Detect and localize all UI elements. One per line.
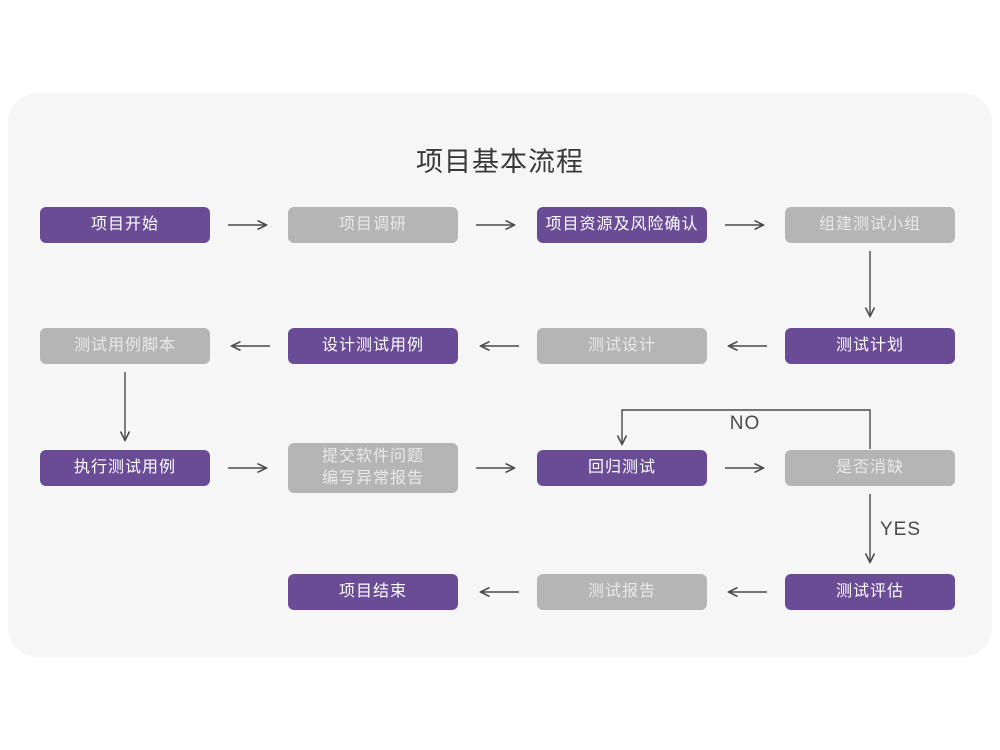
flow-node-submit-issue-report: 提交软件问题 编写异常报告 [288, 443, 458, 493]
flow-node-test-case-script: 测试用例脚本 [40, 328, 210, 364]
page-title: 项目基本流程 [416, 147, 584, 177]
flow-node-project-end: 项目结束 [288, 574, 458, 610]
flow-node-test-design: 测试设计 [537, 328, 707, 364]
flow-node-build-test-team: 组建测试小组 [785, 207, 955, 243]
flow-node-design-test-case: 设计测试用例 [288, 328, 458, 364]
flow-node-regression-test: 回归测试 [537, 450, 707, 486]
no-edge-label: NO [729, 413, 761, 434]
flowchart-card [8, 93, 992, 657]
flow-node-test-report: 测试报告 [537, 574, 707, 610]
flow-node-execute-test-case: 执行测试用例 [40, 450, 210, 486]
flow-node-project-start: 项目开始 [40, 207, 210, 243]
flow-node-defect-resolved: 是否消缺 [785, 450, 955, 486]
flow-node-test-plan: 测试计划 [785, 328, 955, 364]
yes-edge-label: YES [880, 519, 922, 540]
flow-node-resource-risk-confirm: 项目资源及风险确认 [537, 207, 707, 243]
flow-node-project-research: 项目调研 [288, 207, 458, 243]
flow-node-test-evaluation: 测试评估 [785, 574, 955, 610]
